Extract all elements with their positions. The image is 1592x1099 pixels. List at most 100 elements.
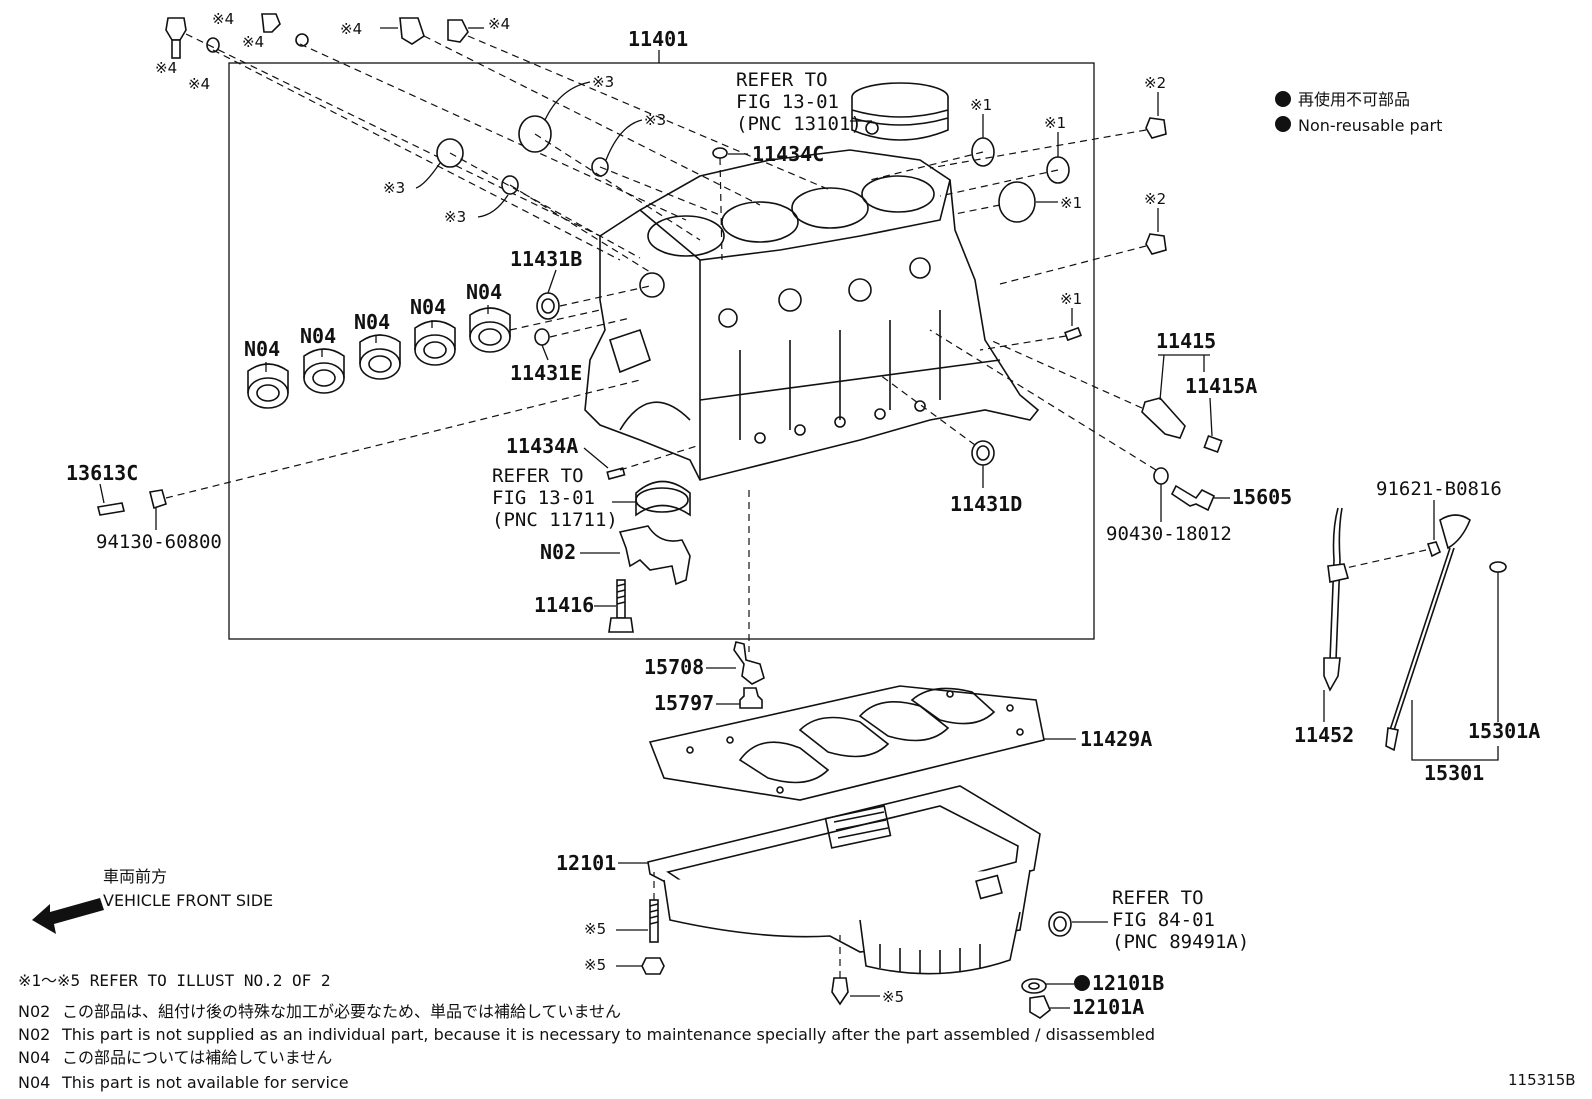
note-n04-jp-code: N04	[18, 1048, 50, 1067]
mark-5-b: ※5	[584, 956, 606, 974]
gasket-12101B	[1021, 978, 1047, 994]
refer-piston-line2: FIG 13-01	[736, 91, 839, 113]
bolt-11416	[608, 579, 634, 633]
mark-1-d: ※1	[1060, 290, 1082, 308]
legend-jp: 再使用不可部品	[1298, 90, 1410, 109]
bolt-15797	[739, 687, 763, 709]
legend-dot-en	[1275, 116, 1291, 132]
label-11434C[interactable]: 11434C	[752, 142, 824, 166]
legend-en: Non-reusable part	[1298, 116, 1442, 135]
note-n02-en: This part is not supplied as an individu…	[61, 1025, 1155, 1044]
mark-4-e: ※4	[340, 20, 362, 38]
note-n04-jp: この部品については補給していません	[62, 1048, 332, 1067]
assembly-frame-11401	[228, 62, 1095, 640]
front-jp: 車両前方	[103, 867, 167, 886]
note-n02-jp-code: N02	[18, 1002, 50, 1021]
bolt-15605	[1170, 484, 1216, 512]
label-15708[interactable]: 15708	[644, 655, 704, 679]
pin-11434C	[712, 147, 728, 159]
mark-4-a: ※4	[212, 10, 234, 28]
refer-gasket-line2: FIG 84-01	[1112, 909, 1215, 931]
note-n02-jp: この部品は、組付け後の特殊な加工が必要なため、単品では補給していません	[62, 1002, 621, 1021]
note-refer: ※1～※5 REFER TO ILLUST NO.2 OF 2	[18, 971, 331, 990]
pin-13613C	[97, 502, 125, 516]
refer-bearing-line3: (PNC 11711)	[492, 509, 618, 531]
label-N04-2[interactable]: N04	[300, 324, 336, 348]
seal-11431D	[971, 440, 995, 466]
pin-11434A	[606, 467, 626, 480]
label-N04-1[interactable]: N04	[244, 337, 280, 361]
mark-5-a: ※5	[584, 920, 606, 938]
piston-reference	[851, 82, 949, 141]
label-11415[interactable]: 11415	[1156, 329, 1216, 353]
mark-1-a: ※1	[970, 96, 992, 114]
mark-2-a: ※2	[1144, 74, 1166, 92]
oil-pan-12101	[647, 785, 1041, 975]
dipstick-guide-11452	[1323, 507, 1350, 692]
label-11431E[interactable]: 11431E	[510, 361, 582, 385]
label-12101A[interactable]: 12101A	[1072, 995, 1144, 1019]
label-11429A[interactable]: 11429A	[1080, 727, 1152, 751]
washer-94130	[149, 489, 167, 510]
gasket-reference	[1048, 911, 1072, 937]
plug-fasteners-top	[165, 13, 469, 59]
o-ring-15301A	[1489, 561, 1507, 573]
refer-gasket-line1: REFER TO	[1112, 887, 1204, 909]
label-94130[interactable]: 94130-60800	[96, 531, 222, 553]
label-15301[interactable]: 15301	[1424, 761, 1484, 785]
label-11416[interactable]: 11416	[534, 593, 594, 617]
dipstick-15301	[1385, 514, 1471, 752]
mark-1-c: ※1	[1060, 194, 1082, 212]
non-reusable-dot-12101B	[1074, 975, 1090, 991]
front-en: VEHICLE FRONT SIDE	[103, 891, 273, 910]
mark-4-f: ※4	[488, 15, 510, 33]
label-N04-4[interactable]: N04	[410, 295, 446, 319]
label-N04-5[interactable]: N04	[466, 280, 502, 304]
drain-plug-12101A	[1029, 995, 1051, 1019]
bolt-91621	[1426, 541, 1442, 558]
note-n02-en-code: N02	[18, 1025, 50, 1044]
label-11415A[interactable]: 11415A	[1185, 374, 1257, 398]
gasket-90430	[1153, 467, 1169, 485]
refer-piston-line1: REFER TO	[736, 69, 828, 91]
label-90430[interactable]: 90430-18012	[1106, 523, 1232, 545]
label-11431D[interactable]: 11431D	[950, 492, 1022, 516]
seal-11431E	[534, 328, 550, 346]
label-11452[interactable]: 11452	[1294, 723, 1354, 747]
label-91621[interactable]: 91621-B0816	[1376, 478, 1502, 500]
mark-3-d: ※3	[444, 208, 466, 226]
note-n04-en-code: N04	[18, 1073, 50, 1092]
mark-3-c: ※3	[383, 179, 405, 197]
label-N02[interactable]: N02	[540, 540, 576, 564]
label-13613C[interactable]: 13613C	[66, 461, 138, 485]
mark-2-b: ※2	[1144, 190, 1166, 208]
legend-dot-jp	[1275, 91, 1291, 107]
label-15797[interactable]: 15797	[654, 691, 714, 715]
pin-1	[1064, 326, 1082, 342]
label-15301A[interactable]: 15301A	[1468, 719, 1540, 743]
label-12101[interactable]: 12101	[556, 851, 616, 875]
label-11434A[interactable]: 11434A	[506, 434, 578, 458]
mark-3-a: ※3	[592, 73, 614, 91]
mark-1-b: ※1	[1044, 114, 1066, 132]
refer-bearing-line2: FIG 13-01	[492, 487, 595, 509]
nozzle-15708	[733, 641, 765, 685]
cylinder-block-illustration	[584, 149, 1040, 481]
union-11415	[1141, 397, 1186, 439]
mark-4-c: ※4	[155, 59, 177, 77]
bolt-5	[831, 977, 849, 1006]
label-12101B[interactable]: 12101B	[1092, 971, 1164, 995]
label-11431B[interactable]: 11431B	[510, 247, 582, 271]
mark-4-b: ※4	[242, 33, 264, 51]
bolt-2-a	[1145, 117, 1167, 139]
illustration-id: 115315B	[1508, 1071, 1576, 1089]
label-N04-3[interactable]: N04	[354, 310, 390, 334]
refer-gasket-line3: (PNC 89491A)	[1112, 931, 1249, 953]
plug-1-c	[998, 181, 1036, 223]
bolt-2-b	[1145, 233, 1167, 255]
label-11401[interactable]: 11401	[628, 27, 688, 51]
nut-5	[641, 957, 665, 975]
seal-11431B	[536, 292, 560, 320]
label-15605[interactable]: 15605	[1232, 485, 1292, 509]
